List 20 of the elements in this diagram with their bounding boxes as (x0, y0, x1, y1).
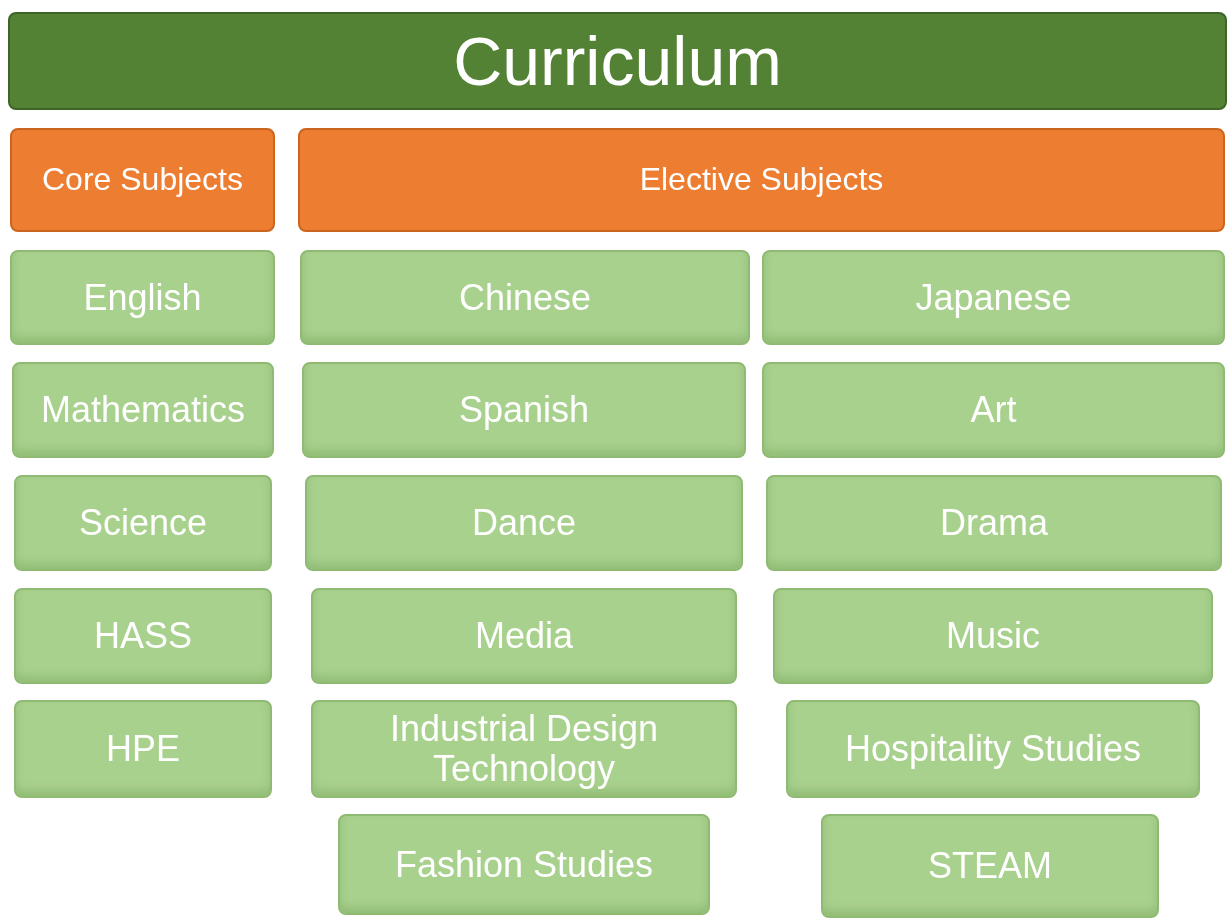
subject-box: Art (762, 362, 1225, 458)
subject-box: Spanish (302, 362, 746, 458)
subject-box: Media (311, 588, 737, 684)
subject-box: Dance (305, 475, 743, 571)
subject-box: Science (14, 475, 272, 571)
title-banner: Curriculum (8, 12, 1227, 110)
subject-box: HASS (14, 588, 272, 684)
subject-box: Hospitality Studies (786, 700, 1200, 798)
category-header: Core Subjects (10, 128, 275, 232)
subject-box: Drama (766, 475, 1222, 571)
subject-box: Japanese (762, 250, 1225, 345)
subject-box: STEAM (821, 814, 1159, 918)
subject-box: Mathematics (12, 362, 274, 458)
subject-box: Industrial Design Technology (311, 700, 737, 798)
subject-box: Music (773, 588, 1213, 684)
category-header: Elective Subjects (298, 128, 1225, 232)
subject-box: Chinese (300, 250, 750, 345)
subject-box: HPE (14, 700, 272, 798)
subject-box: English (10, 250, 275, 345)
subject-box: Fashion Studies (338, 814, 710, 915)
